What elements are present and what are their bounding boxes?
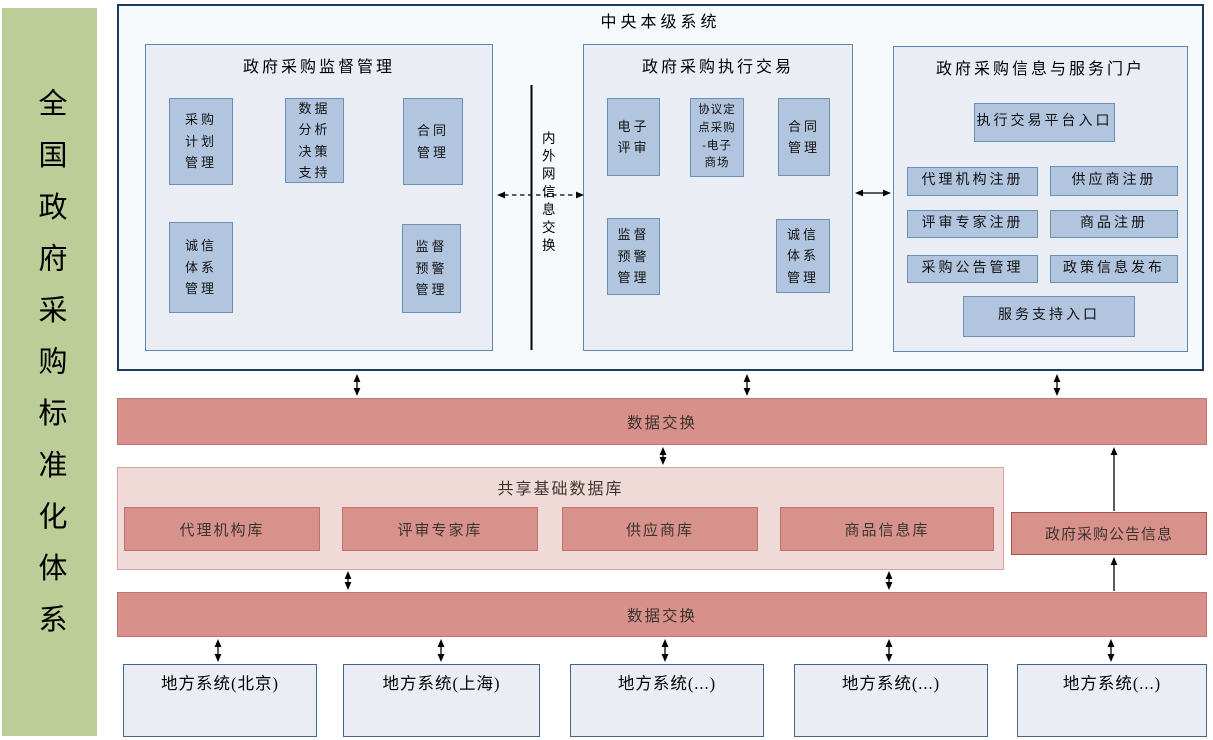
module-service-support-entry: 服务支持入口: [963, 296, 1135, 337]
db-commodity-library: 商品信息库: [780, 507, 994, 551]
execution-panel-title: 政府采购执行交易: [641, 59, 794, 76]
module-procurement-plan-mgmt: 采购 计划 管理: [169, 98, 233, 185]
module-commodity-registration: 商品注册: [1050, 210, 1178, 238]
module-contract-mgmt-execution: 合同 管理: [778, 98, 830, 176]
module-electronic-review: 电子 评审: [607, 98, 660, 176]
execution-panel: 政府采购执行交易: [583, 44, 853, 351]
data-exchange-bar-bottom: 数据交换: [117, 592, 1207, 637]
supervision-panel-title: 政府采购监督管理: [242, 59, 395, 76]
arrow-shareddb-exchange-right: [885, 571, 893, 590]
db-supplier-library: 供应商库: [562, 507, 758, 551]
module-contract-mgmt-supervision: 合同 管理: [403, 98, 463, 185]
local-system-other-1: 地方系统(...): [570, 664, 764, 737]
arrow-shareddb-exchange-left: [344, 571, 352, 590]
db-expert-library: 评审专家库: [342, 507, 538, 551]
arrow-exchange-local-5: [1107, 639, 1115, 662]
arrow-central-exchange-right: [1053, 374, 1061, 396]
module-announcement-mgmt: 采购公告管理: [907, 255, 1038, 283]
local-system-beijing: 地方系统(北京): [123, 664, 317, 737]
module-data-analysis-decision: 数据 分析 决策 支持: [285, 98, 344, 183]
arrow-exchange-local-1: [214, 639, 222, 662]
module-expert-registration: 评审专家注册: [907, 210, 1038, 238]
module-integrity-system-execution: 诚信 体系 管理: [776, 219, 830, 293]
arrow-central-exchange-middle: [743, 374, 751, 396]
data-exchange-bar-top: 数据交换: [117, 398, 1207, 445]
db-agency-library: 代理机构库: [124, 507, 320, 551]
module-agreement-emall: 协议定 点采购 -电子 商场: [690, 98, 744, 177]
local-system-other-2: 地方系统(...): [794, 664, 988, 737]
module-policy-publishing: 政策信息发布: [1050, 255, 1178, 283]
local-system-shanghai: 地方系统(上海): [343, 664, 540, 737]
module-warning-mgmt-execution: 监督 预警 管理: [607, 218, 660, 295]
shared-database-title: 共享基础数据库: [497, 481, 624, 498]
arrow-exchange-local-2: [437, 639, 445, 662]
local-system-other-3: 地方系统(...): [1017, 664, 1207, 737]
module-integrity-system-supervision: 诚信 体系 管理: [169, 222, 233, 313]
module-trading-platform-entry: 执行交易平台入口: [974, 103, 1115, 142]
network-exchange-label: 内外网信息交换: [539, 130, 555, 256]
module-warning-mgmt-supervision: 监督 预警 管理: [402, 224, 461, 313]
announcement-info-box: 政府采购公告信息: [1011, 512, 1207, 555]
arrow-exchange-to-announcement: [1110, 557, 1118, 591]
arrow-exchange-shareddb: [659, 447, 667, 465]
central-system-title: 中央本级系统: [600, 14, 721, 31]
arrow-announcement-to-exchange: [1110, 447, 1118, 511]
arrow-central-exchange-left: [353, 374, 361, 396]
national-standard-sidebar: 全国政府采购标准化体系: [2, 8, 97, 736]
arrow-exchange-local-4: [885, 639, 893, 662]
arrow-exchange-local-3: [661, 639, 669, 662]
module-supplier-registration: 供应商注册: [1050, 166, 1178, 196]
sidebar-vertical-title: 全国政府采购标准化体系: [34, 88, 66, 656]
module-agency-registration: 代理机构注册: [907, 167, 1038, 196]
portal-panel-title: 政府采购信息与服务门户: [935, 61, 1145, 78]
